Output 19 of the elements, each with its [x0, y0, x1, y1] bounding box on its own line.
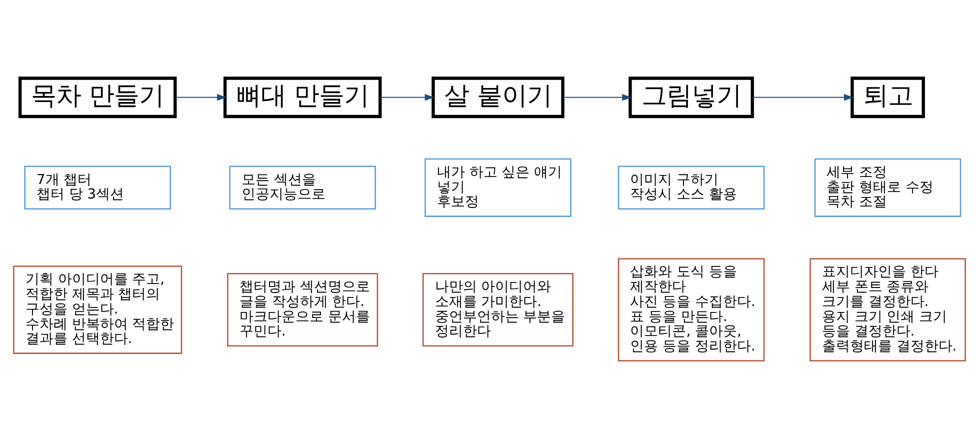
node-box: 이미지 구하기 작성시 소스 활용 [617, 165, 764, 210]
node-box: 삽화와 도식 등을 제작한다 사진 등을 수집한다. 표 등을 만든다. 이모티콘, 콜아웃, 인용 등을 정리한다. [617, 258, 764, 361]
node-box: 표지디자인을 한다 세부 폰트 종류와 크기를 결정한다. 용지 크기 인쇄 크기 등을 결정한다. 출력형태를 결정한다. [809, 258, 966, 361]
arrow [752, 94, 853, 100]
node-box: 그림넣기 [628, 76, 754, 118]
node-box: 뼈대 만들기 [222, 76, 382, 118]
node-box: 목차 만들기 [18, 76, 176, 118]
node-box: 7개 챕터 챕터 당 3섹션 [24, 165, 170, 210]
node-box: 살 붙이기 [431, 76, 564, 118]
node-box: 퇴고 [850, 76, 924, 118]
node-box: 세부 조정 출판 형태로 수정 목차 조절 [814, 158, 961, 216]
node-box: 나만의 아이디어와 소재를 가미한다. 중언부언하는 부분을 정리한다 [422, 272, 573, 346]
arrow [380, 94, 434, 100]
node-box: 내가 하고 싶은 얘기 넣기 후보정 [424, 158, 571, 216]
node-box: 모든 섹션을 인공지능으로 [228, 165, 376, 210]
node-box: 기획 아이디어를 주고, 적합한 제목과 챕터의 구성을 얻는다. 수차례 반복하여 적합한 결과를 선택한다. [12, 265, 182, 354]
arrow [174, 94, 226, 100]
arrow [562, 94, 632, 100]
node-box: 챕터명과 섹션명으로 글을 작성하게 한다. 마크다운으로 문서를 꾸민다. [226, 272, 378, 346]
